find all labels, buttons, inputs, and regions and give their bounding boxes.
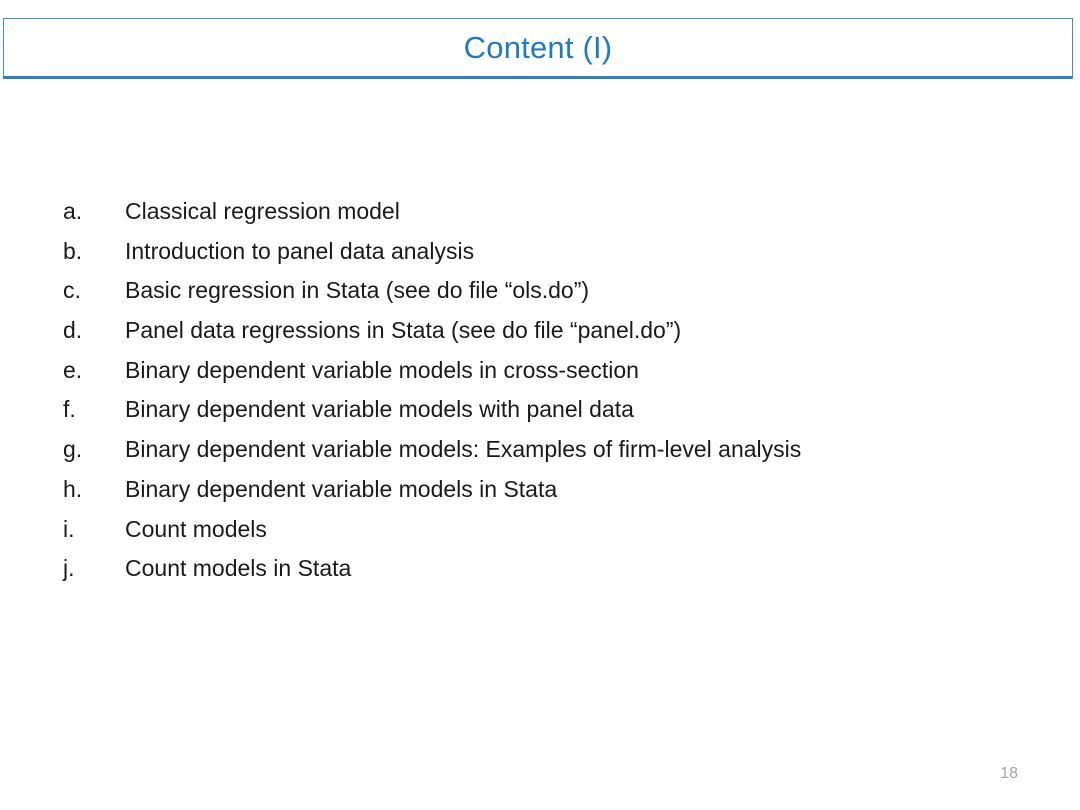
list-item: h. Binary dependent variable models in S… (63, 470, 1023, 510)
list-item: f. Binary dependent variable models with… (63, 390, 1023, 430)
list-item-marker: g. (63, 436, 83, 463)
list-item: d. Panel data regressions in Stata (see … (63, 311, 1023, 351)
list-item: a. Classical regression model (63, 192, 1023, 232)
list-item-label: Count models (125, 515, 267, 542)
list-item-marker: e. (63, 356, 83, 383)
list-item-label: Panel data regressions in Stata (see do … (125, 317, 682, 344)
page-title: Content (I) (463, 30, 613, 65)
list-item-label: Binary dependent variable models: Exampl… (125, 436, 802, 463)
content-outline-list: a. Classical regression model b. Introdu… (63, 192, 1023, 589)
list-item-label: Binary dependent variable models in Stat… (125, 475, 558, 502)
list-item-marker: h. (63, 475, 83, 502)
list-item-label: Binary dependent variable models with pa… (125, 396, 634, 423)
list-item: i. Count models (63, 510, 1023, 550)
page-number: 18 (1000, 765, 1018, 782)
list-item-label: Count models in Stata (125, 555, 352, 582)
list-item-label: Basic regression in Stata (see do file “… (125, 277, 590, 304)
list-item-marker: j. (63, 555, 75, 582)
list-item-label: Binary dependent variable models in cros… (125, 356, 639, 383)
list-item-label: Classical regression model (125, 198, 400, 224)
list-item-label: Introduction to panel data analysis (125, 237, 475, 264)
list-item-marker: d. (63, 317, 83, 344)
list-item: b. Introduction to panel data analysis (63, 232, 1023, 272)
list-item: g. Binary dependent variable models: Exa… (63, 430, 1023, 470)
list-item: j. Count models in Stata (63, 549, 1023, 589)
list-item-marker: b. (63, 237, 83, 264)
list-item: c. Basic regression in Stata (see do fil… (63, 271, 1023, 311)
title-bar: Content (I) (3, 18, 1073, 79)
list-item: e. Binary dependent variable models in c… (63, 351, 1023, 391)
list-item-marker: a. (63, 198, 83, 224)
list-item-marker: i. (63, 515, 75, 542)
list-item-marker: f. (63, 396, 76, 423)
list-item-marker: c. (63, 277, 81, 304)
